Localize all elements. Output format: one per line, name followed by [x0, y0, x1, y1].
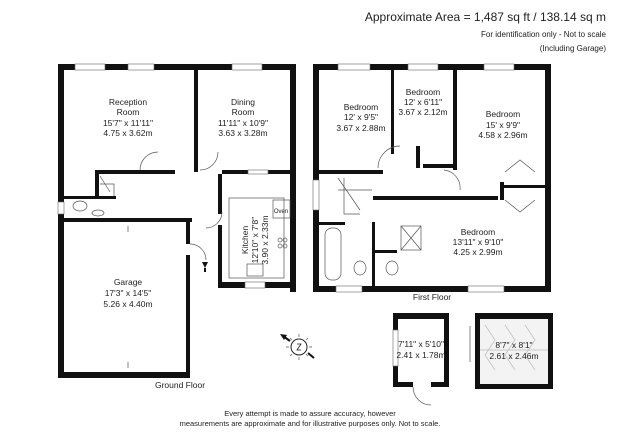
dining-room-name: Dining	[231, 97, 255, 107]
greenhouse-metric: 2.61 x 2.46m	[489, 351, 538, 361]
bedroom-2-metric: 3.67 x 2.12m	[398, 107, 447, 117]
reception-room-imperial: 15'7" x 11'11"	[103, 118, 153, 128]
reception-room-name: Reception	[109, 97, 148, 107]
disclaimer-line-1: Every attempt is made to assure accuracy…	[224, 409, 396, 418]
identification-note: For identification only - Not to scale	[481, 30, 606, 39]
bedroom-1-metric: 3.67 x 2.88m	[336, 123, 385, 133]
bedroom-2-imperial: 12' x 6'11"	[404, 97, 442, 107]
ground-floor-walls	[57, 63, 296, 378]
garage-metric: 5.26 x 4.40m	[103, 299, 152, 309]
bedroom-3-metric: 4.58 x 2.96m	[478, 130, 527, 140]
including-garage-note: (Including Garage)	[539, 44, 606, 53]
ground-floor-label: Ground Floor	[155, 380, 205, 390]
bedroom-4-name: Bedroom	[461, 227, 496, 237]
oven-label: Oven	[274, 209, 288, 215]
dining-room-imperial: 11'11" x 10'9"	[218, 118, 268, 128]
north-compass-icon	[280, 334, 315, 360]
kitchen-metric: 3.90 x 2.33m	[260, 215, 270, 264]
kitchen-name: Kitchen	[240, 226, 250, 255]
bedroom-3-imperial: 15' x 9'9"	[486, 120, 520, 130]
bedroom-1-name: Bedroom	[344, 102, 379, 112]
bedroom-4-imperial: 13'11" x 9'10"	[453, 237, 504, 247]
reception-room-name-2: Room	[117, 107, 140, 117]
disclaimer-line-2: measurements are approximate and for ill…	[180, 419, 441, 428]
dining-room-metric: 3.63 x 3.28m	[218, 128, 267, 138]
bedroom-3-name: Bedroom	[486, 109, 521, 119]
outbuildings	[392, 313, 553, 406]
entrance-arrow-icon	[202, 262, 208, 272]
reception-room-metric: 4.75 x 3.62m	[103, 128, 152, 138]
kitchen-imperial: 12'10" x 7'8"	[250, 217, 260, 264]
dining-room-name-2: Room	[232, 107, 255, 117]
bedroom-1-imperial: 12' x 9'5"	[344, 112, 378, 122]
approximate-area: Approximate Area = 1,487 sq ft / 138.14 …	[364, 10, 606, 24]
greenhouse-imperial: 8'7" x 8'1"	[495, 340, 532, 350]
garage-name: Garage	[114, 277, 143, 287]
first-floor-label: First Floor	[413, 292, 451, 302]
store-imperial: 7'11" x 5'10"	[398, 339, 444, 349]
bedroom-4-metric: 4.25 x 2.99m	[453, 247, 502, 257]
first-floor-walls	[312, 63, 551, 293]
garage-imperial: 17'3" x 14'5"	[105, 288, 152, 298]
bedroom-2-name: Bedroom	[406, 87, 441, 97]
store-metric: 2.41 x 1.78m	[396, 350, 445, 360]
